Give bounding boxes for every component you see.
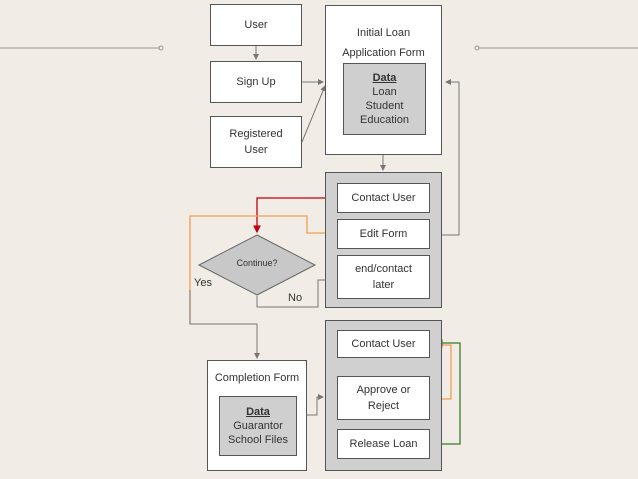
continue-label: Continue? — [236, 258, 278, 268]
initial-form-node: Initial Loan Application Form Data Loan … — [325, 5, 442, 155]
contact-user-label-2: Contact User — [351, 338, 416, 350]
contact-user-node-2: Contact User — [337, 330, 430, 358]
initial-data-box: Data Loan Student Education — [343, 63, 426, 135]
edge-yes-edit — [189, 215, 336, 324]
edge-no-end — [256, 277, 335, 308]
release-loan-label: Release Loan — [349, 438, 418, 450]
edge-release-contact — [432, 339, 461, 445]
initial-data-item-student: Student — [365, 100, 404, 112]
end-contact-node: end/contact later — [337, 255, 430, 299]
edge-contact-continue — [253, 197, 336, 234]
edge-registered-form — [301, 85, 326, 143]
release-loan-node: Release Loan — [337, 429, 430, 459]
initial-form-title: Initial Loan Application Form — [326, 25, 441, 61]
approve-reject-node: Approve or Reject — [337, 376, 430, 420]
sign-up-node-label: Sign Up — [236, 76, 276, 88]
registered-user-label-line2: User — [244, 144, 268, 156]
completion-data-item-school-files: School Files — [228, 434, 288, 446]
edge-edit-back — [432, 79, 460, 236]
edge-yes-completion — [189, 290, 260, 359]
completion-form-title: Completion Form — [214, 372, 300, 384]
completion-form-node: Completion Form Data Guarantor School Fi… — [207, 360, 307, 471]
user-node-label: User — [244, 19, 268, 31]
edit-form-label: Edit Form — [359, 228, 408, 240]
continue-diamond — [197, 234, 317, 296]
edge-completion-panel2 — [307, 394, 324, 416]
initial-data-item-education: Education — [360, 114, 409, 126]
edit-form-node: Edit Form — [337, 219, 430, 249]
decorative-dot-right — [474, 45, 480, 51]
contact-user-label-1: Contact User — [351, 192, 416, 204]
user-node: User — [210, 4, 302, 46]
sign-up-node: Sign Up — [210, 61, 302, 103]
completion-data-title: Data — [246, 406, 270, 418]
decorative-dot-left — [158, 45, 164, 51]
approve-reject-label-line2: Reject — [367, 400, 400, 412]
yes-label: Yes — [194, 277, 212, 289]
initial-form-title-line2: Application Form — [342, 47, 425, 59]
contact-user-node-1: Contact User — [337, 183, 430, 213]
end-contact-label-line1: end/contact — [355, 263, 412, 275]
initial-data-title: Data — [372, 72, 397, 84]
initial-form-title-line1: Initial Loan — [356, 27, 411, 39]
initial-data-item-loan: Loan — [372, 86, 397, 98]
approve-reject-label-line1: Approve or — [356, 384, 411, 396]
end-contact-label-line2: later — [372, 279, 395, 291]
registered-user-node: Registered User — [210, 116, 302, 168]
no-label: No — [288, 292, 303, 304]
registered-user-label-line1: Registered — [229, 128, 283, 140]
completion-data-box: Data Guarantor School Files — [219, 396, 297, 456]
completion-data-item-guarantor: Guarantor — [233, 420, 283, 432]
